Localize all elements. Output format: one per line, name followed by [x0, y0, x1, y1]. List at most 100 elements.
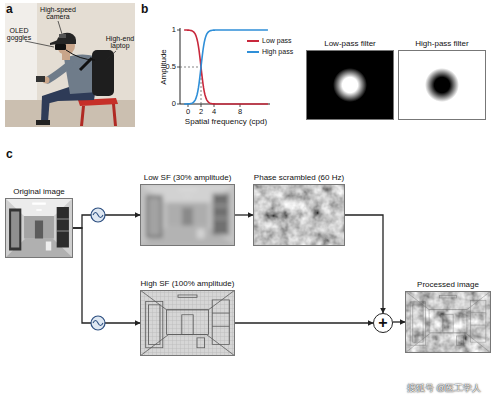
highsf-texture [140, 290, 235, 356]
node-text: Low SF (30% amplitude) [128, 173, 247, 182]
filter-circle [91, 316, 105, 330]
tick-label: 0 [186, 108, 190, 116]
curve [184, 30, 268, 104]
node-text: Processed image [393, 280, 496, 289]
node-text: High-pass filter [386, 39, 496, 48]
axis-title: Spatial frequency (cpd) [185, 118, 267, 126]
tick-label: 4 [212, 108, 216, 116]
legend-item: High pass [247, 47, 293, 56]
tick-label: 2 [199, 108, 203, 116]
image-frame [140, 184, 235, 246]
curve [184, 30, 268, 104]
highsf-photo [140, 290, 235, 356]
image-frame [405, 291, 491, 353]
highpass-image [398, 50, 486, 120]
lowpass-blob [333, 68, 367, 102]
node-text: Low-pass filter [294, 39, 406, 48]
callout-label: High-speed camera [36, 6, 80, 21]
image-panel: High-pass filter [398, 39, 486, 120]
cable [66, 50, 95, 60]
leader-line [25, 21, 116, 60]
shoe [36, 120, 50, 125]
connector [345, 215, 383, 313]
filter-wave [93, 321, 103, 326]
image-frame [5, 198, 73, 258]
sum-junction: + [373, 313, 393, 333]
cap [56, 33, 76, 44]
node-heading: Low-pass filter [294, 39, 406, 50]
connector [235, 322, 373, 323]
filter-images [306, 50, 486, 120]
image-panel: Phase scrambled (60 Hz) [253, 173, 345, 246]
processed-noise [405, 291, 491, 353]
legend-swatch [247, 40, 259, 42]
image-frame [398, 50, 486, 120]
tick [177, 30, 240, 107]
lowpass-image [306, 50, 394, 120]
phase-noise [253, 184, 345, 246]
camera [59, 34, 66, 38]
processed-photo [405, 291, 491, 353]
filter-symbol [91, 316, 105, 330]
curves [184, 30, 268, 104]
image-panel: Original image [5, 187, 73, 258]
backpack [92, 50, 114, 96]
axis [180, 28, 270, 104]
legend-text: Low pass [262, 37, 292, 44]
node-heading: Low SF (30% amplitude) [128, 173, 247, 184]
highsf-background [140, 290, 235, 356]
lowsf-background [140, 184, 235, 246]
image-panel: High SF (100% amplitude) [140, 279, 235, 356]
image-frame [140, 290, 235, 356]
node-heading: High SF (100% amplitude) [128, 279, 247, 290]
panel-label: a [6, 3, 13, 16]
node-heading: + [374, 314, 392, 331]
node-heading: Phase scrambled (60 Hz) [241, 173, 357, 184]
node-text: Phase scrambled (60 Hz) [241, 173, 357, 182]
image-panel: Processed image [405, 280, 491, 353]
image-panel: Low SF (30% amplitude) [140, 173, 235, 246]
axis-title: Amplitude [160, 49, 168, 85]
node-text: + [374, 314, 392, 331]
node-heading: Original image [0, 187, 85, 198]
image-frame [253, 184, 345, 246]
image-frame [306, 50, 394, 120]
watermark: 搜狐号 @医工学人 [407, 384, 482, 393]
legend-item: Low pass [247, 36, 292, 45]
connector [393, 321, 405, 322]
tick-label: 1 [172, 26, 176, 34]
chart [177, 28, 270, 107]
filter-symbol [91, 208, 105, 222]
dashed-guide [180, 67, 201, 104]
original-photo [5, 198, 73, 258]
legend-swatch [247, 51, 259, 53]
filter-wave [93, 213, 103, 218]
chair-legs [80, 104, 117, 126]
arm [48, 64, 70, 80]
connector [235, 214, 253, 215]
connector [73, 215, 140, 228]
highpass-blob [425, 68, 459, 102]
filter-circle [91, 208, 105, 222]
legend-text: High pass [262, 48, 293, 55]
node-text: Original image [0, 187, 85, 196]
callout-label: OLED goggles [4, 27, 34, 42]
photo [5, 3, 135, 127]
goggles [55, 44, 66, 50]
photo-background [5, 3, 135, 127]
lowsf-photo [140, 184, 235, 246]
node-heading: Processed image [393, 280, 496, 291]
pipeline-images [5, 184, 491, 356]
lower-leg [41, 96, 50, 122]
tick-label: 0 [172, 100, 176, 108]
panel-label: c [6, 148, 13, 161]
image-panel: Low-pass filter [306, 39, 394, 120]
node-heading: High-pass filter [386, 39, 496, 50]
node-text: High SF (100% amplitude) [128, 279, 247, 288]
callout-label: High-end laptop [103, 35, 137, 50]
phone [36, 76, 45, 82]
